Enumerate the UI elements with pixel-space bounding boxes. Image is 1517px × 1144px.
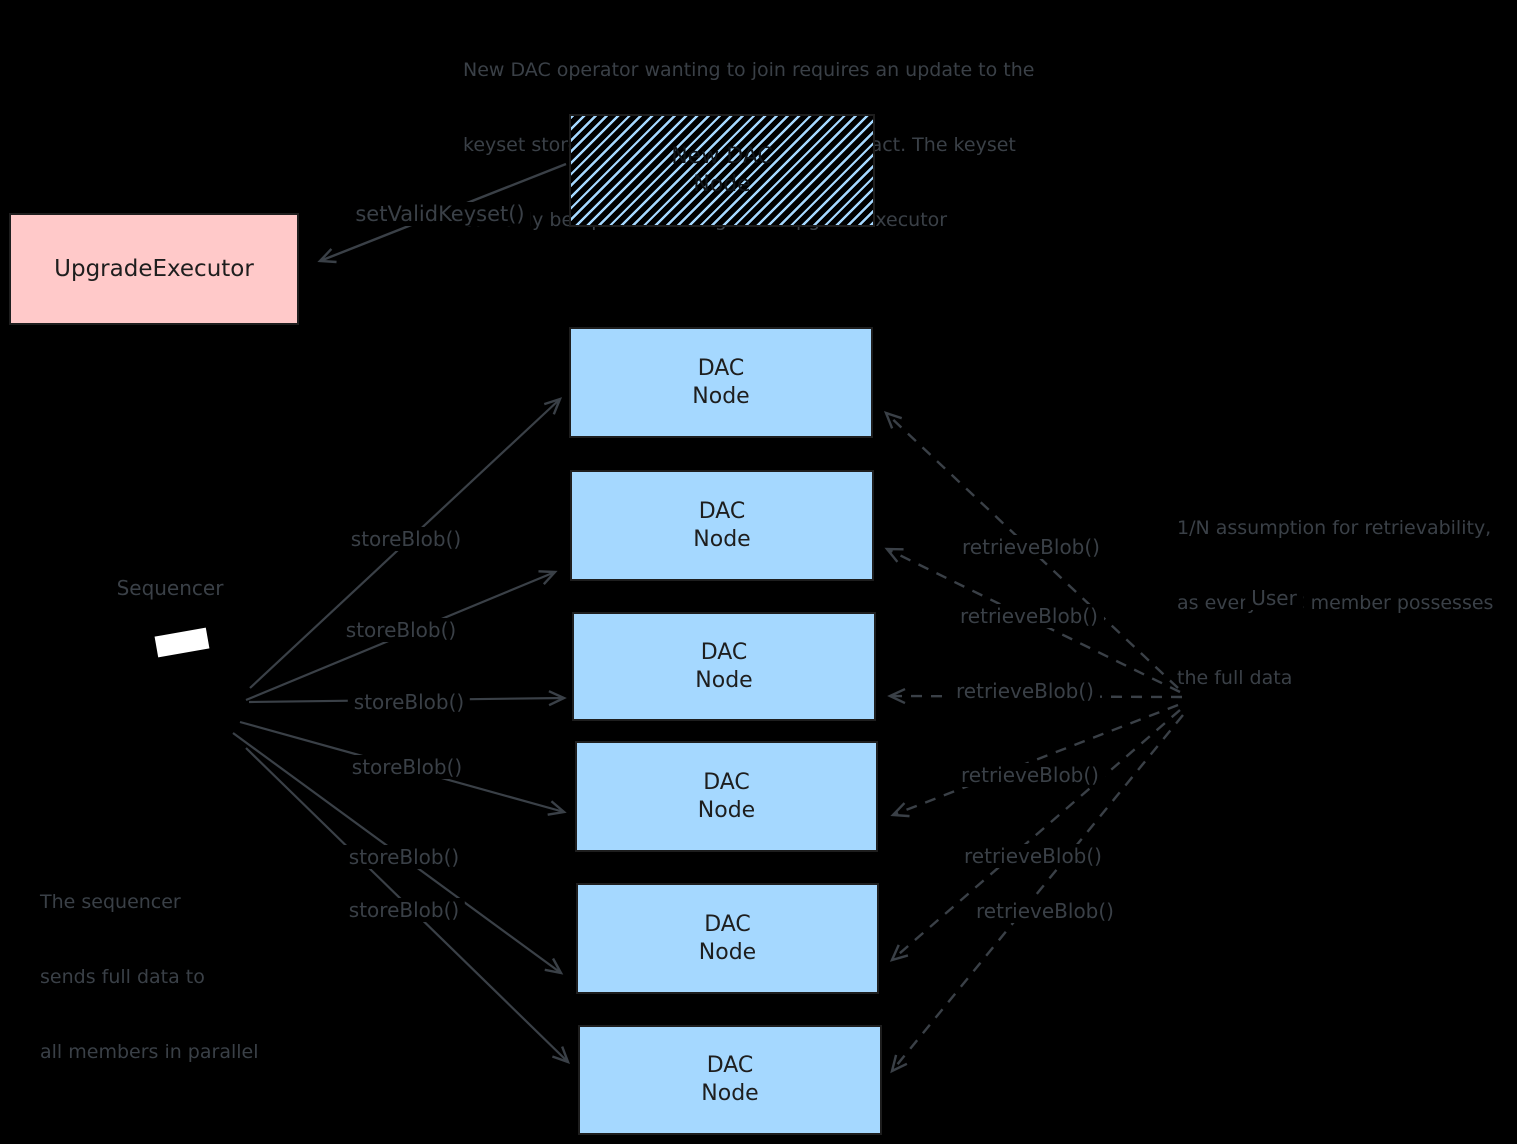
store-blob-label-4: storeBlob() bbox=[345, 755, 469, 779]
new-dac-node-box: New DAC Node bbox=[569, 114, 875, 227]
dac-node-box-6: DAC Node bbox=[578, 1025, 882, 1135]
right-note-line: 1/N assumption for retrievability, bbox=[1177, 517, 1492, 539]
upgrade-executor-box: UpgradeExecutor bbox=[9, 213, 299, 325]
new-dac-node-label-line1: New DAC bbox=[671, 143, 773, 169]
dac-node-label-line2: Node bbox=[698, 939, 757, 965]
store-blob-arrows bbox=[232, 397, 571, 1064]
dac-node-label-line1: DAC bbox=[704, 911, 751, 937]
dac-node-box-3: DAC Node bbox=[572, 612, 876, 721]
dac-node-label-line2: Node bbox=[697, 797, 756, 823]
store-blob-label-3: storeBlob() bbox=[347, 690, 471, 714]
user-label: User bbox=[1245, 586, 1303, 610]
retrieve-blob-label-2: retrieveBlob() bbox=[954, 604, 1104, 628]
dac-node-label-line2: Node bbox=[693, 526, 751, 552]
dac-node-label-line2: Node bbox=[692, 383, 750, 409]
dac-node-label-line2: Node bbox=[695, 667, 753, 693]
dac-node-label-line2: Node bbox=[701, 1081, 759, 1106]
dac-node-label-line1: DAC bbox=[700, 639, 748, 665]
dac-node-box-5: DAC Node bbox=[576, 883, 879, 994]
top-note-line: New DAC operator wanting to join require… bbox=[463, 59, 1035, 81]
dac-node-label-line1: DAC bbox=[698, 498, 746, 524]
bottom-note-line: sends full data to bbox=[40, 966, 205, 988]
sequencer-label: Sequencer bbox=[110, 576, 230, 600]
dac-node-box-4: DAC Node bbox=[575, 741, 878, 852]
dac-node-label-line1: DAC bbox=[706, 1053, 754, 1078]
dac-node-box-1: DAC Node bbox=[569, 327, 873, 438]
new-dac-node-label-line2: Node bbox=[693, 171, 751, 197]
right-note-line: the full data bbox=[1177, 667, 1293, 689]
store-blob-label-2: storeBlob() bbox=[339, 618, 463, 642]
dac-node-label-line1: DAC bbox=[703, 769, 750, 795]
dac-node-box-2: DAC Node bbox=[570, 470, 874, 581]
right-note: 1/N assumption for retrievability, as ev… bbox=[1177, 466, 1493, 741]
upgrade-executor-label: UpgradeExecutor bbox=[54, 256, 254, 282]
set-valid-keyset-label: setValidKeyset() bbox=[349, 202, 531, 226]
store-blob-label-5: storeBlob() bbox=[342, 845, 466, 869]
right-note-line: as every DAC member possesses bbox=[1177, 592, 1494, 614]
store-blob-label-6: storeBlob() bbox=[342, 898, 466, 922]
store-blob-label-1: storeBlob() bbox=[344, 527, 468, 551]
retrieve-blob-arrows bbox=[883, 411, 1184, 1074]
bottom-note-line: all members in parallel bbox=[40, 1041, 259, 1063]
retrieve-blob-label-4: retrieveBlob() bbox=[955, 763, 1105, 787]
retrieve-blob-label-1: retrieveBlob() bbox=[956, 535, 1106, 559]
bottom-note-line: The sequencer bbox=[40, 891, 181, 913]
bottom-note: The sequencer sends full data to all mem… bbox=[40, 840, 259, 1115]
retrieve-blob-label-5: retrieveBlob() bbox=[958, 844, 1108, 868]
dac-node-label-line1: DAC bbox=[697, 355, 745, 381]
retrieve-blob-label-6: retrieveBlob() bbox=[970, 899, 1120, 923]
retrieve-blob-label-3: retrieveBlob() bbox=[950, 679, 1100, 703]
